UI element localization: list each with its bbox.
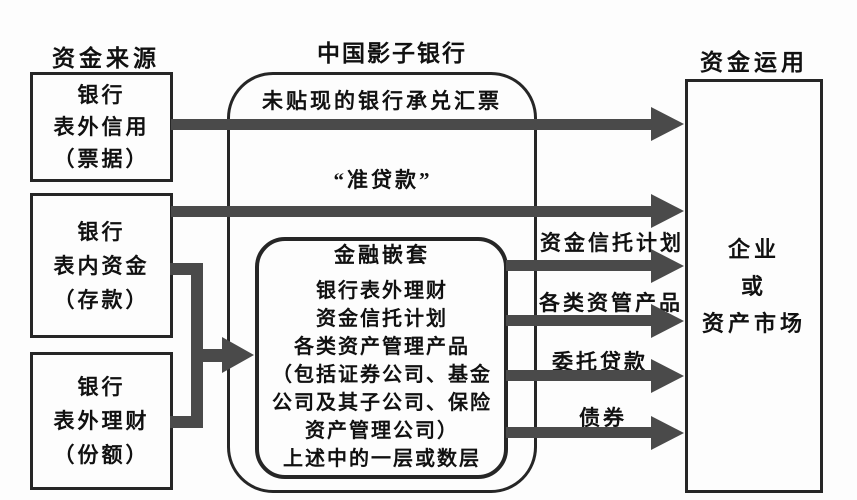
quasi-loan-label: “准贷款”: [333, 168, 433, 192]
financial-nesting-title: 金融嵌套: [334, 243, 430, 267]
box-line: 表外理财: [53, 409, 150, 433]
trust-plan-flow-arrow-shaft: [506, 260, 652, 271]
box-line: 银行: [77, 375, 126, 399]
bracket-arrowhead-icon: [222, 337, 254, 373]
nesting-line: 银行表外理财: [316, 280, 448, 302]
nesting-line: 资金信托计划: [316, 308, 448, 330]
bond-flow-arrow-shaft: [506, 427, 652, 438]
nesting-line: （包括证券公司、基金: [272, 364, 492, 386]
bill-flow-arrowhead-icon: [651, 107, 684, 141]
header-funding-uses: 资金运用: [700, 50, 808, 75]
box-line: 表内资金: [53, 253, 150, 278]
undiscounted-bill-label: 未贴现的银行承兑汇票: [262, 89, 502, 113]
entrusted-loan-flow-arrow-shaft: [506, 370, 652, 381]
shadow-banking-container: [227, 72, 537, 493]
trust-plan-flow-arrowhead-icon: [651, 249, 684, 283]
quasi-loan-flow-arrowhead-icon: [651, 194, 684, 228]
bracket-bottom-segment: [170, 416, 203, 428]
nesting-line: 各类资产管理产品: [294, 336, 470, 358]
asset-mgmt-flow-arrowhead-icon: [651, 304, 684, 338]
bracket-arrow-shaft: [191, 349, 224, 362]
box-line: 企业: [727, 236, 780, 262]
box-line: （存款）: [53, 287, 150, 312]
source-box-offbalance-wealth: 银行 表外理财 （份额）: [30, 352, 173, 490]
bill-flow-arrow-shaft: [171, 119, 652, 130]
bracket-vertical-segment: [191, 263, 203, 428]
box-line: 资产市场: [701, 310, 806, 336]
quasi-loan-flow-arrow-shaft: [171, 206, 652, 217]
bond-flow-label: 债券: [579, 406, 627, 430]
box-line: 表外信用: [53, 115, 150, 139]
nesting-line: 上述中的一层或数层: [283, 448, 481, 470]
bond-flow-arrowhead-icon: [651, 416, 684, 450]
box-line: 银行: [77, 219, 126, 244]
source-box-offbalance-credit: 银行 表外信用 （票据）: [30, 72, 173, 182]
nesting-line: 资产管理公司）: [305, 420, 459, 442]
box-line: （票据）: [53, 147, 150, 171]
destination-box-enterprise-asset-market: 企业 或 资产市场: [685, 79, 823, 493]
financial-nesting-content: 银行表外理财 资金信托计划 各类资产管理产品 （包括证券公司、基金 公司及其子公…: [258, 277, 506, 473]
box-line: 或: [740, 273, 767, 299]
box-line: 银行: [77, 83, 126, 107]
financial-nesting-box: [255, 237, 508, 479]
box-line: （份额）: [53, 443, 150, 467]
entrusted-loan-flow-arrowhead-icon: [651, 359, 684, 393]
header-funding-sources: 资金来源: [52, 46, 160, 71]
asset-mgmt-flow-arrow-shaft: [506, 315, 652, 326]
nesting-line: 公司及其子公司、保险: [272, 392, 492, 414]
source-box-onbalance-funds: 银行 表内资金 （存款）: [30, 193, 173, 338]
header-china-shadow-banking: 中国影子银行: [317, 41, 467, 66]
